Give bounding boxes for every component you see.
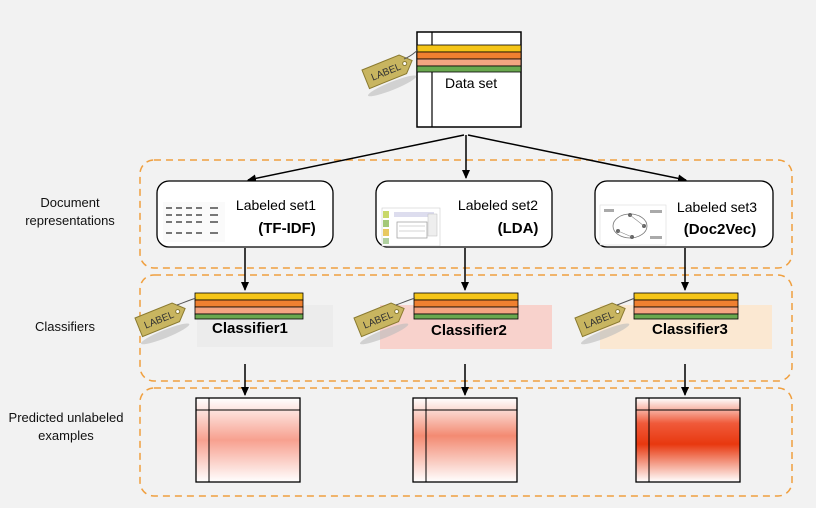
labeled-set1-title: Labeled set1 xyxy=(235,197,317,213)
row-label-predicted: Predicted unlabeled examples xyxy=(8,410,124,443)
labeled-set2-title: Labeled set2 xyxy=(457,197,539,213)
classifier3-label: Classifier3 xyxy=(652,321,728,338)
labeled-set3-method: (Doc2Vec) xyxy=(683,221,757,238)
dataset-label-tag-icon: LABEL xyxy=(361,54,417,97)
arrow-dataset-to-set3 xyxy=(467,134,687,183)
classifier1-label-tag-icon: LABEL xyxy=(134,302,190,345)
classifier3-stripes xyxy=(633,292,739,320)
lda-figure-thumbnail xyxy=(381,207,441,247)
classifier2-stripes xyxy=(413,292,519,320)
classifier2-label: Classifier2 xyxy=(431,322,507,339)
row-label-classifiers: Classifiers xyxy=(35,319,95,334)
labeled-set3-title: Labeled set3 xyxy=(676,199,758,215)
classifier1-label: Classifier1 xyxy=(212,320,288,337)
classifier1-stripes xyxy=(194,292,304,320)
classifier2-label-tag-icon: LABEL xyxy=(353,302,409,345)
classifier3-label-tag-icon: LABEL xyxy=(574,302,630,345)
prediction-table-2 xyxy=(412,397,518,483)
prediction-table-1 xyxy=(195,397,301,483)
dataset-table xyxy=(416,31,522,128)
prediction-table-3 xyxy=(635,397,741,483)
doc2vec-figure-thumbnail xyxy=(599,204,667,246)
dataset-label: Data set xyxy=(445,75,498,91)
row-label-document-representations: Document representations xyxy=(25,195,115,228)
labeled-set2-method: (LDA) xyxy=(497,220,539,237)
tfidf-matrix-thumbnail xyxy=(163,202,225,242)
labeled-set1-method: (TF-IDF) xyxy=(258,220,316,237)
arrow-dataset-to-set1 xyxy=(247,134,465,183)
